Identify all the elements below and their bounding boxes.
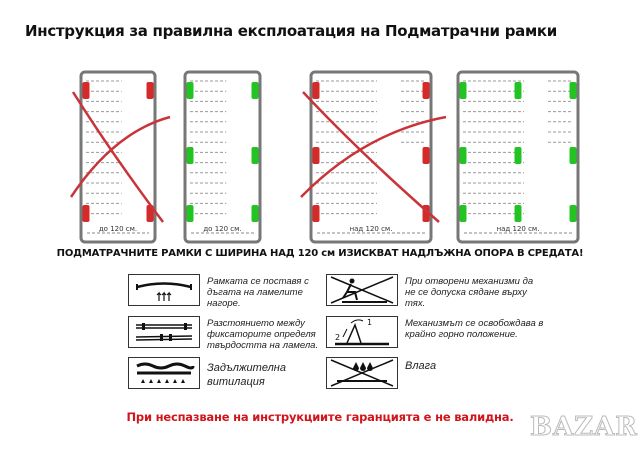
bed-frame <box>79 70 157 244</box>
slat-fixators-icon <box>128 316 200 348</box>
support-pad <box>251 205 259 222</box>
support-pad <box>459 82 467 99</box>
support-pad <box>251 82 259 99</box>
no-moisture-icon <box>326 357 398 389</box>
support-pad <box>186 147 194 164</box>
support-pad <box>569 147 577 164</box>
no-sitting-open-mechanism-icon <box>326 274 398 306</box>
support-pad <box>186 205 194 222</box>
instruction-text: Задължителна витилация <box>207 362 286 388</box>
support-pad <box>186 82 194 99</box>
support-pad <box>312 205 320 222</box>
warranty-notice: При неспазване на инструкциите гаранцият… <box>126 410 514 424</box>
support-pad <box>459 205 467 222</box>
frame-diagrams: до 120 см. до 120 см. над 120 см. над 120 с… <box>69 70 580 244</box>
cross-out-mark <box>300 115 447 198</box>
bed-frame <box>183 70 262 244</box>
width-warning: ПОДМАТРАЧНИТЕ РАМКИ С ШИРИНА НАД 120 см … <box>56 248 584 259</box>
step-label: 2 <box>335 333 340 342</box>
support-pad <box>82 82 90 99</box>
support-pad <box>312 82 320 99</box>
bed-frame <box>309 70 433 244</box>
width-label: над 120 см. <box>350 225 393 233</box>
width-label: до 120 см. <box>203 225 241 233</box>
instruction-text: При отворени механизми да не се допуска … <box>405 276 534 309</box>
instruction-text: Рамката се поставя с дъгата на ламелите … <box>207 276 309 309</box>
cross-out-mark <box>302 91 440 223</box>
support-pad <box>514 205 522 222</box>
instruction-text: Разстоянието между фиксаторите определя … <box>207 318 319 351</box>
page-title: Инструкция за правилна експлоатация на П… <box>25 22 558 40</box>
step-label: 1 <box>367 318 372 327</box>
support-pad <box>569 205 577 222</box>
support-pad <box>312 147 320 164</box>
cross-out-mark <box>69 115 171 198</box>
support-pad <box>251 147 259 164</box>
support-pad <box>514 147 522 164</box>
support-pad <box>146 82 154 99</box>
support-pad <box>459 147 467 164</box>
cross-out-mark <box>71 91 165 223</box>
instruction-text: Механизмът се освобождава в крайно горно… <box>405 318 544 340</box>
support-pad <box>422 147 430 164</box>
support-pad <box>146 205 154 222</box>
support-pad <box>569 82 577 99</box>
bazar-watermark: BAZAR <box>530 412 638 443</box>
support-pad <box>82 205 90 222</box>
width-label: над 120 см. <box>497 225 540 233</box>
width-label: до 120 см. <box>99 225 137 233</box>
support-pad <box>422 82 430 99</box>
ventilation-icon <box>128 357 200 389</box>
arched-slat-icon <box>128 274 200 306</box>
instruction-text: Влага <box>405 360 437 372</box>
support-pad <box>514 82 522 99</box>
